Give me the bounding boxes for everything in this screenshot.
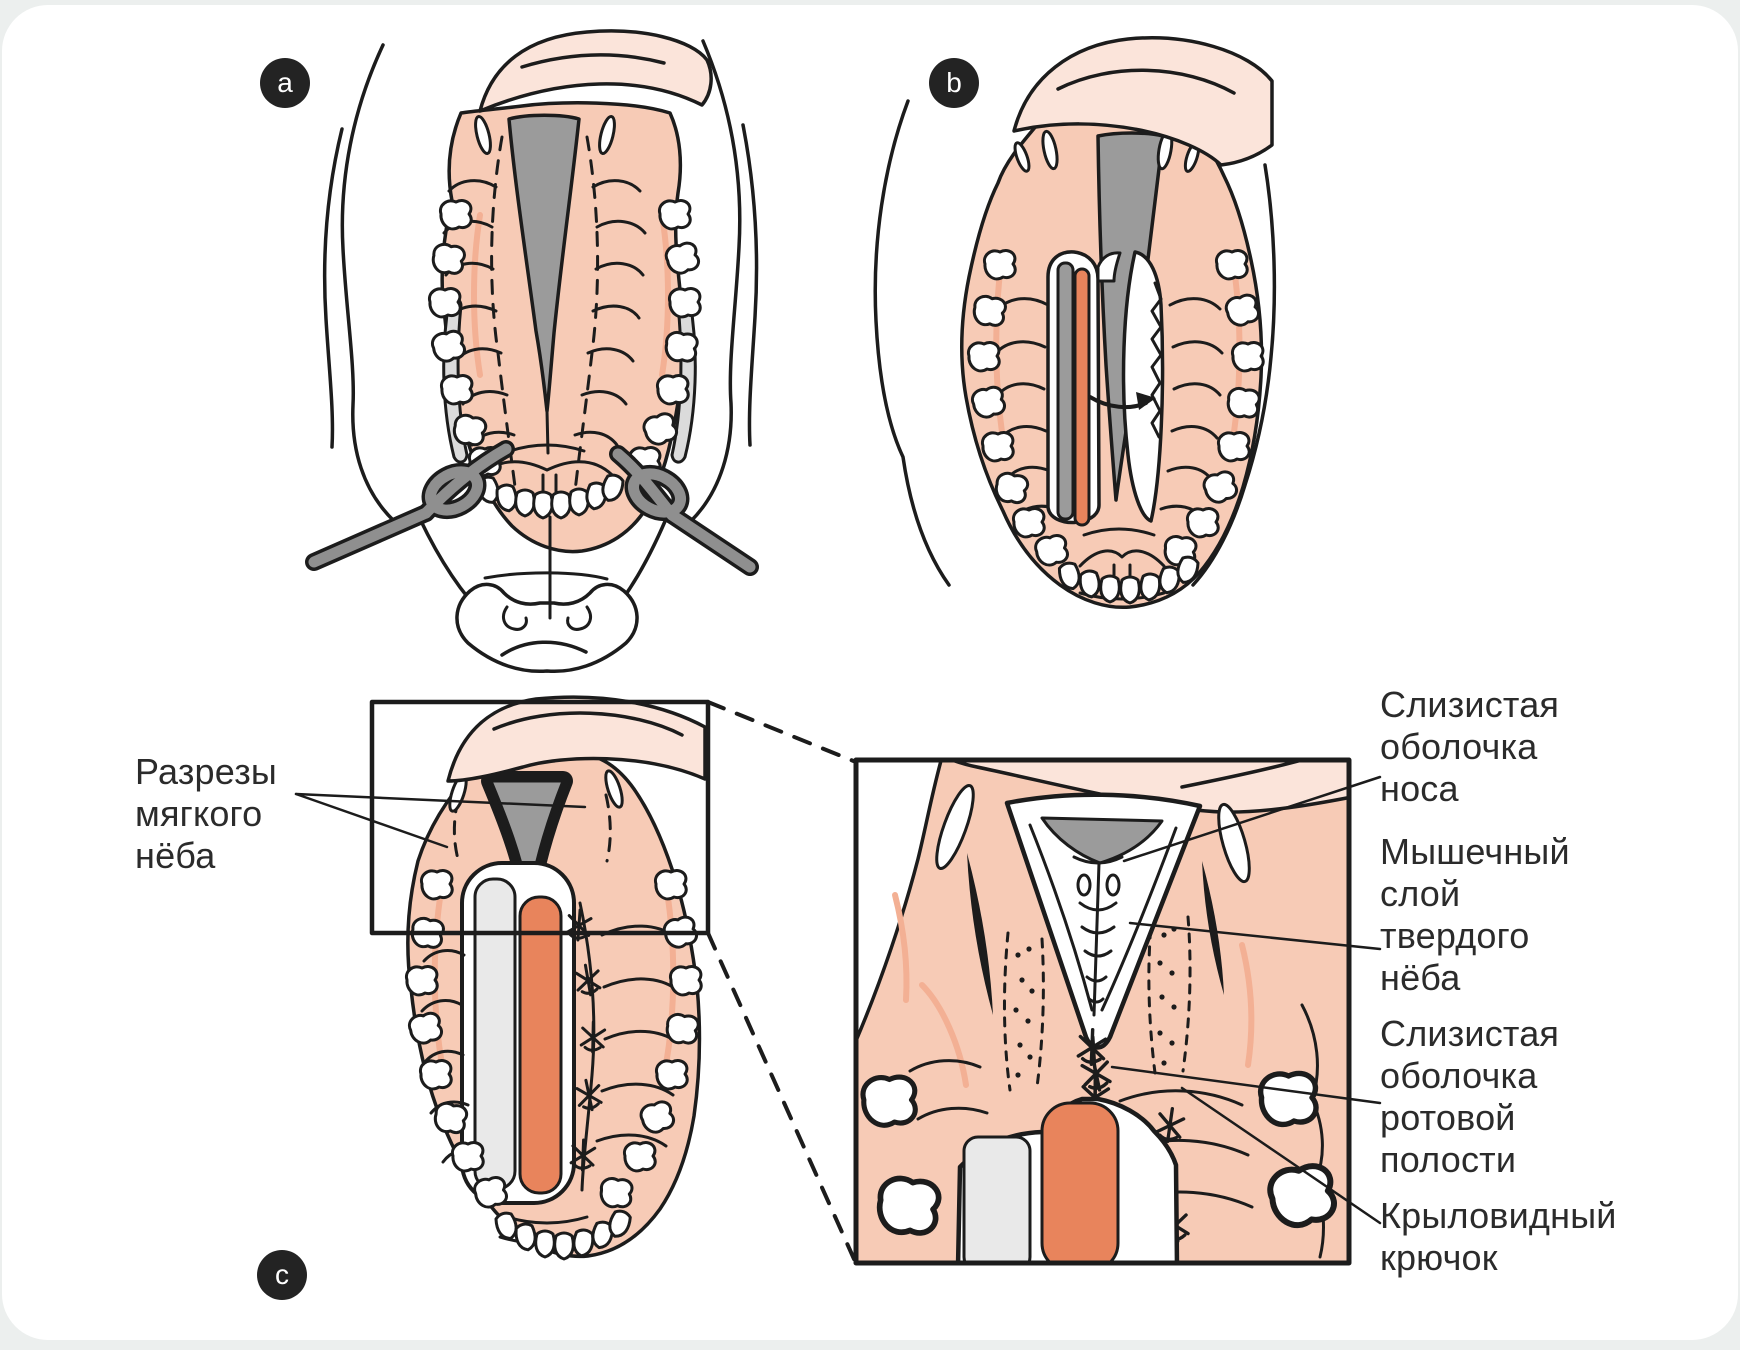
label-muscle-layer: Мышечный слой твердого нёба (1380, 831, 1570, 998)
panel-b-badge-letter: b (946, 67, 962, 98)
panel-b-drawing (873, 36, 1277, 610)
label-nasal-mucosa: Слизистая оболочка носа (1380, 684, 1560, 809)
zoom-region-rectangle (369, 699, 711, 936)
panel-a-badge: a (260, 58, 310, 108)
panel-a-drawing (305, 29, 759, 674)
panel-b-badge: b (929, 58, 979, 108)
label-oral-mucosa: Слизистая оболочка ротовой полости (1380, 1013, 1560, 1180)
label-soft-palate-incisions: Разрезы мягкого нёба (135, 751, 277, 876)
label-pterygoid-hook: Крыловидный крючок (1380, 1195, 1617, 1278)
inset-border (853, 757, 1352, 1266)
panel-c-drawing (369, 640, 711, 1261)
surgical-illustration (294, 29, 1382, 1266)
panel-c-badge: c (257, 1250, 307, 1300)
panel-c-badge-letter: c (275, 1259, 289, 1290)
leader-lines (294, 775, 1382, 1225)
panel-a-badge-letter: a (277, 67, 293, 98)
figure-card: a b c Разрезы мягкого нёба Слизистая обо… (2, 5, 1738, 1340)
zoom-connector-lines (706, 700, 858, 1261)
inset-drawing (856, 760, 1349, 1263)
